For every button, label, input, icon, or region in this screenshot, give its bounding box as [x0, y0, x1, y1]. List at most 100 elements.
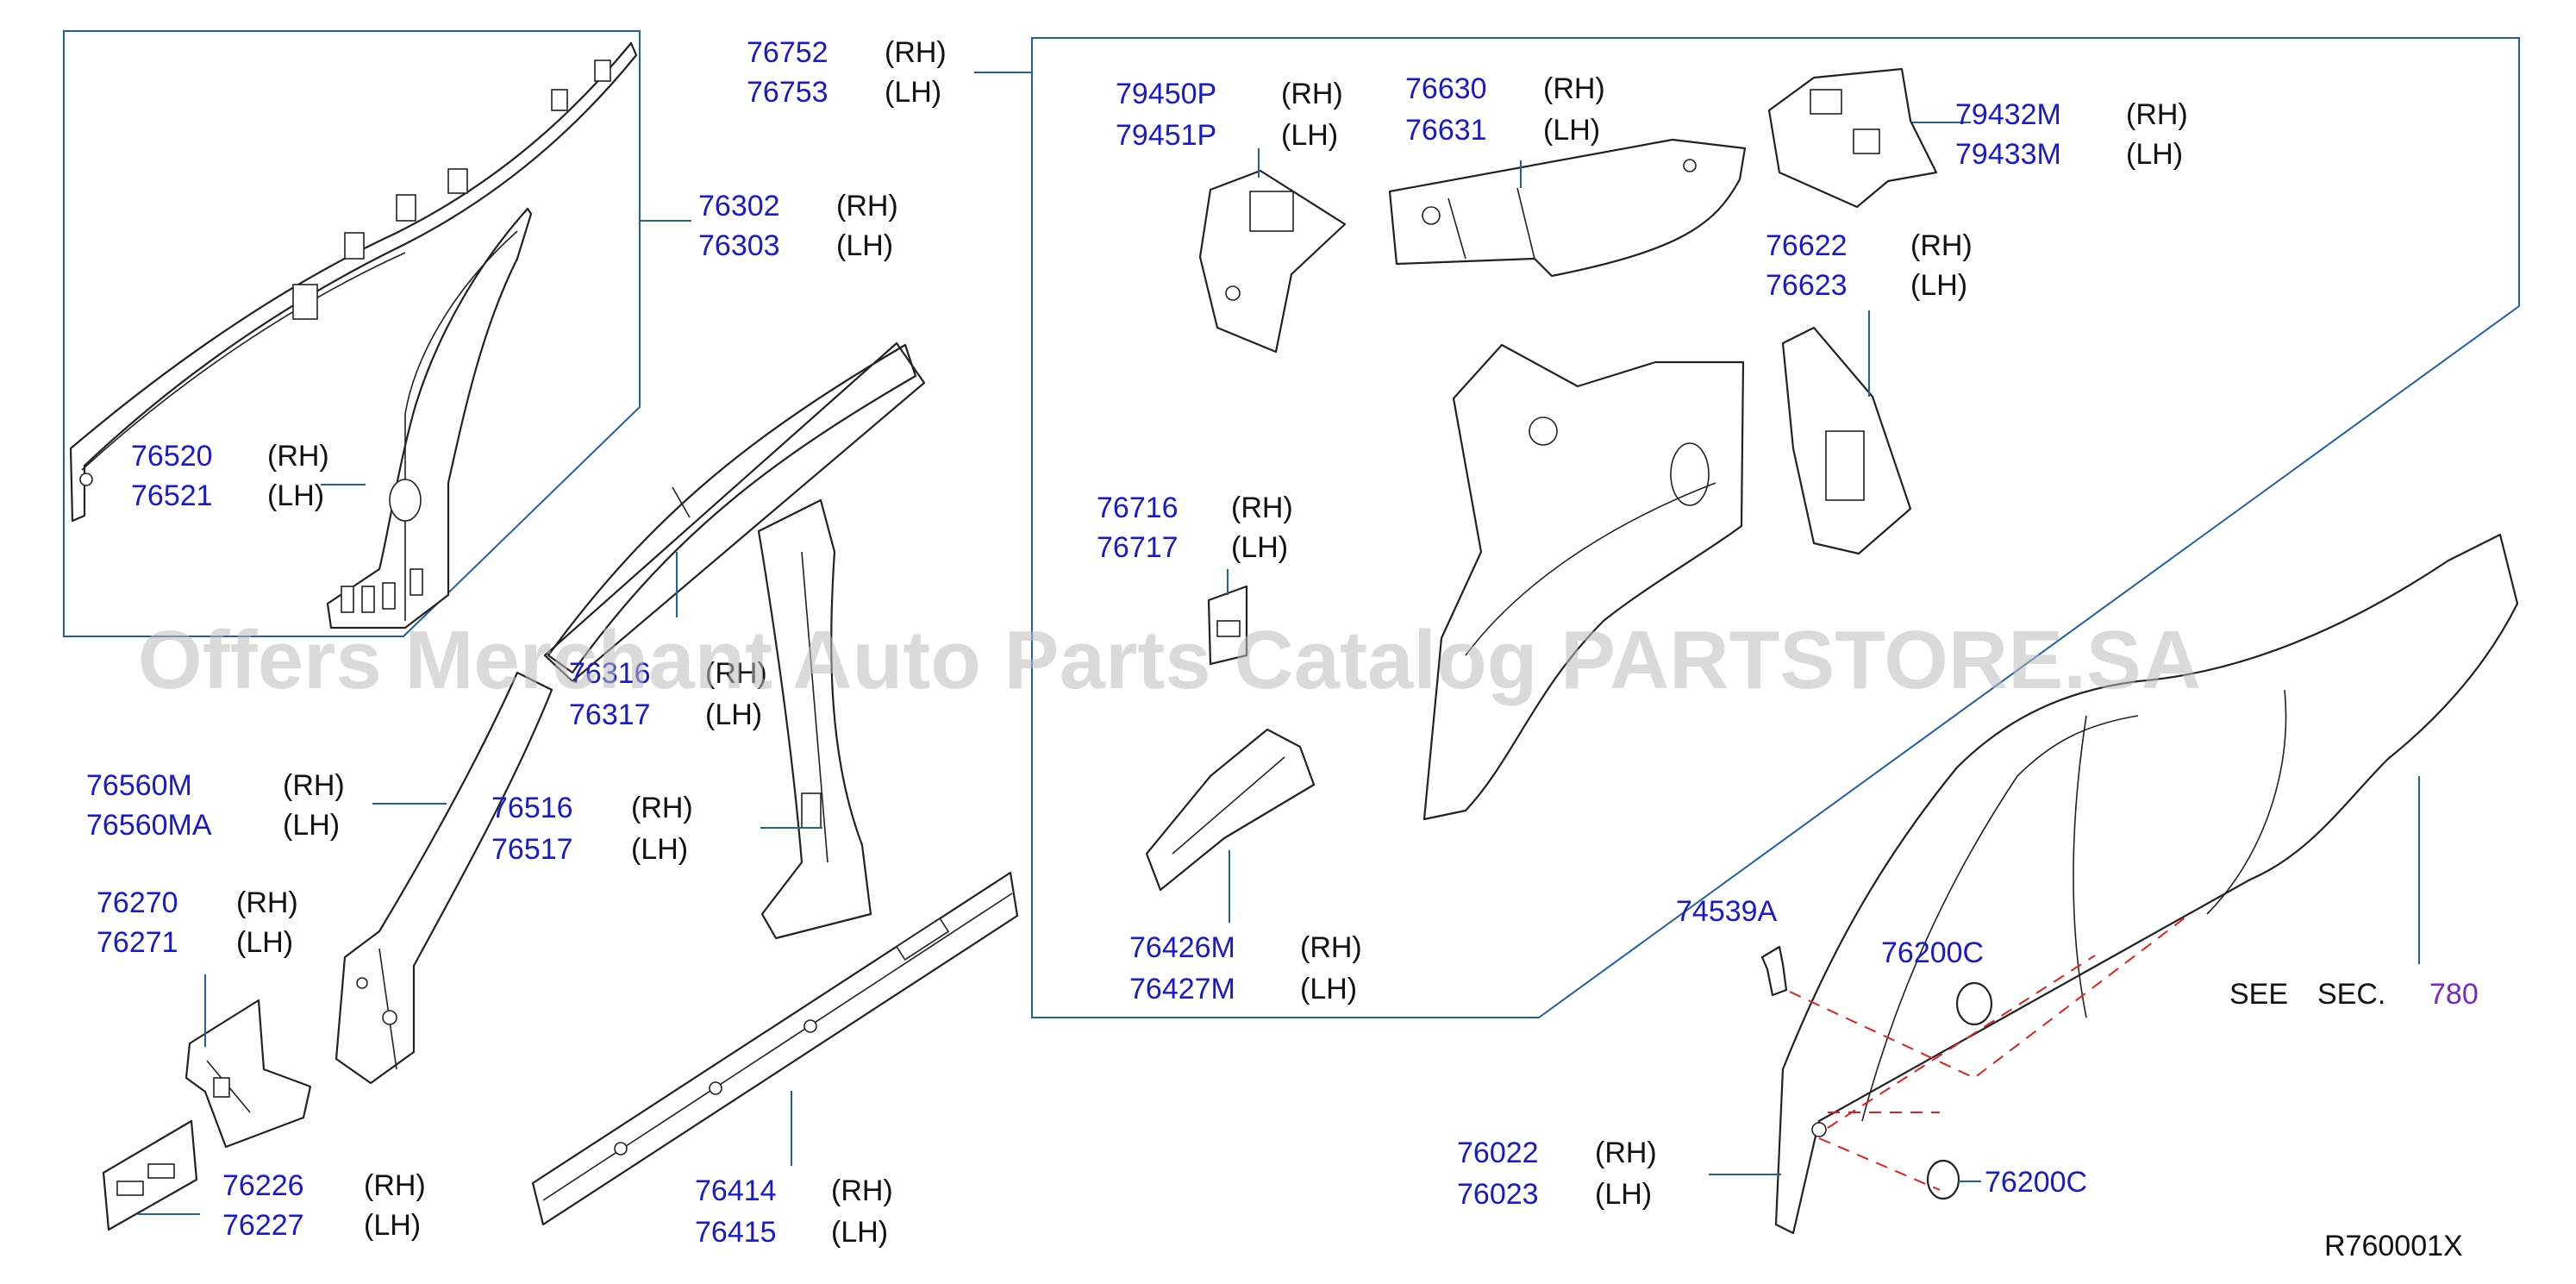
svg-text:76623: 76623	[1766, 269, 1848, 302]
svg-text:(RH): (RH)	[236, 886, 298, 919]
svg-text:(RH): (RH)	[267, 440, 329, 473]
label-79432M[interactable]: 79432M (RH) 79433M (LH)	[1955, 98, 2188, 171]
svg-text:(LH): (LH)	[2126, 138, 2183, 171]
fastener-path-upper	[1789, 913, 2191, 1129]
label-76316[interactable]: 76316 (RH) 76317 (LH)	[569, 657, 767, 731]
svg-text:76630: 76630	[1405, 72, 1487, 105]
label-76270[interactable]: 76270 (RH) 76271 (LH)	[97, 886, 298, 959]
svg-text:76517: 76517	[491, 833, 573, 866]
fastener-path-lower	[1818, 1112, 1941, 1191]
center-pillar-inner-part	[326, 207, 533, 629]
svg-text:76302: 76302	[698, 190, 780, 222]
svg-text:76227: 76227	[222, 1209, 304, 1242]
svg-text:76316: 76316	[569, 657, 651, 690]
svg-text:76022: 76022	[1457, 1137, 1539, 1169]
svg-text:76753: 76753	[747, 76, 828, 109]
svg-text:SEC.: SEC.	[2317, 978, 2385, 1011]
svg-text:76414: 76414	[695, 1174, 777, 1207]
svg-text:(LH): (LH)	[283, 809, 340, 842]
svg-text:76226: 76226	[222, 1169, 304, 1202]
svg-text:(LH): (LH)	[1595, 1178, 1652, 1211]
label-76226[interactable]: 76226 (RH) 76227 (LH)	[222, 1169, 426, 1242]
svg-text:76631: 76631	[1405, 114, 1487, 147]
svg-text:76270: 76270	[97, 886, 178, 919]
label-76302[interactable]: 76302 (RH) 76303 (LH)	[698, 190, 898, 262]
svg-text:76516: 76516	[491, 792, 573, 824]
svg-text:(RH): (RH)	[1281, 78, 1343, 110]
center-pillar-part	[757, 498, 872, 940]
label-76426M[interactable]: 76426M (RH) 76427M (LH)	[1129, 931, 1362, 1005]
svg-text:76622: 76622	[1766, 229, 1848, 262]
rear-wheelhouse-part	[1422, 343, 1745, 821]
svg-text:780: 780	[2429, 978, 2479, 1011]
plate-part-76226	[102, 1119, 198, 1231]
svg-text:(RH): (RH)	[705, 657, 767, 690]
bolt-74539A	[1760, 945, 1788, 997]
extension-part-76426M	[1145, 728, 1316, 892]
svg-text:76717: 76717	[1097, 531, 1179, 564]
svg-text:SEE: SEE	[2229, 978, 2288, 1011]
watermark-text: Offers Merchant Auto Parts Catalog PARTS…	[138, 614, 2201, 706]
svg-text:76752: 76752	[747, 36, 828, 69]
svg-text:76303: 76303	[698, 229, 780, 262]
roof-rail-part	[69, 41, 638, 523]
svg-text:(RH): (RH)	[283, 769, 345, 802]
clip-76200C-bottom	[1926, 1159, 1960, 1200]
svg-text:79451P: 79451P	[1116, 119, 1216, 152]
label-76200C-bottom[interactable]: 76200C	[1985, 1166, 2087, 1199]
svg-text:76426M: 76426M	[1129, 931, 1235, 964]
svg-text:(RH): (RH)	[1910, 229, 1973, 262]
svg-text:(LH): (LH)	[1300, 973, 1357, 1005]
leader-lines	[138, 72, 2420, 1215]
svg-text:76023: 76023	[1457, 1178, 1539, 1211]
svg-text:79432M: 79432M	[1955, 98, 2061, 131]
label-76560M[interactable]: 76560M (RH) 76560MA (LH)	[86, 769, 345, 842]
label-76622[interactable]: 76622 (RH) 76623 (LH)	[1766, 229, 1973, 302]
label-76414[interactable]: 76414 (RH) 76415 (LH)	[695, 1174, 893, 1249]
bracket-part-76270	[184, 999, 312, 1149]
frame-left-group	[63, 30, 641, 637]
svg-text:76716: 76716	[1097, 492, 1179, 524]
svg-text:(LH): (LH)	[631, 833, 688, 866]
svg-text:(RH): (RH)	[885, 36, 947, 69]
clip-76200C-top	[1955, 981, 1993, 1026]
wheelhouse-upper-part	[1388, 138, 1747, 278]
bracket-part-79450P	[1198, 169, 1347, 354]
front-pillar-outer-part	[335, 671, 553, 1085]
svg-text:76317: 76317	[569, 698, 651, 731]
svg-text:(LH): (LH)	[836, 229, 893, 262]
sill-outer-part	[531, 871, 1019, 1226]
frame-right-group	[1031, 37, 2520, 1018]
svg-text:(RH): (RH)	[1595, 1137, 1657, 1169]
svg-text:(LH): (LH)	[236, 926, 293, 959]
svg-text:76415: 76415	[695, 1216, 777, 1249]
front-pillar-roof-member-part	[543, 341, 926, 683]
svg-text:(RH): (RH)	[1543, 72, 1605, 105]
label-74539A[interactable]: 74539A	[1676, 895, 1778, 928]
svg-text:(RH): (RH)	[2126, 98, 2188, 131]
label-76716[interactable]: 76716 (RH) 76717 (LH)	[1097, 492, 1293, 564]
label-76022[interactable]: 76022 (RH) 76023 (LH)	[1457, 1137, 1657, 1211]
svg-text:(LH): (LH)	[267, 479, 324, 512]
svg-text:(RH): (RH)	[1231, 492, 1293, 524]
svg-text:(LH): (LH)	[831, 1216, 888, 1249]
see-section-reference[interactable]: SEE SEC. 780	[2229, 978, 2479, 1011]
svg-text:79450P: 79450P	[1116, 78, 1216, 110]
label-76516[interactable]: 76516 (RH) 76517 (LH)	[491, 792, 693, 866]
bracket-part-76716	[1207, 585, 1248, 666]
label-76520[interactable]: 76520 (RH) 76521 (LH)	[131, 440, 329, 512]
svg-text:(LH): (LH)	[1910, 269, 1967, 302]
label-76630[interactable]: 76630 (RH) 76631 (LH)	[1405, 72, 1605, 147]
label-79450P[interactable]: 79450P (RH) 79451P (LH)	[1116, 78, 1343, 152]
svg-text:(RH): (RH)	[631, 792, 693, 824]
label-76200C-top[interactable]: 76200C	[1881, 936, 1984, 969]
label-76752[interactable]: 76752 (RH) 76753 (LH)	[747, 36, 947, 109]
svg-text:76427M: 76427M	[1129, 973, 1235, 1005]
bracket-part-79432M	[1767, 67, 1938, 209]
svg-text:(LH): (LH)	[1231, 531, 1288, 564]
body-side-outer-part	[1774, 533, 2519, 1235]
svg-text:76520: 76520	[131, 440, 213, 473]
svg-text:(RH): (RH)	[831, 1174, 893, 1207]
svg-text:(LH): (LH)	[885, 76, 941, 109]
